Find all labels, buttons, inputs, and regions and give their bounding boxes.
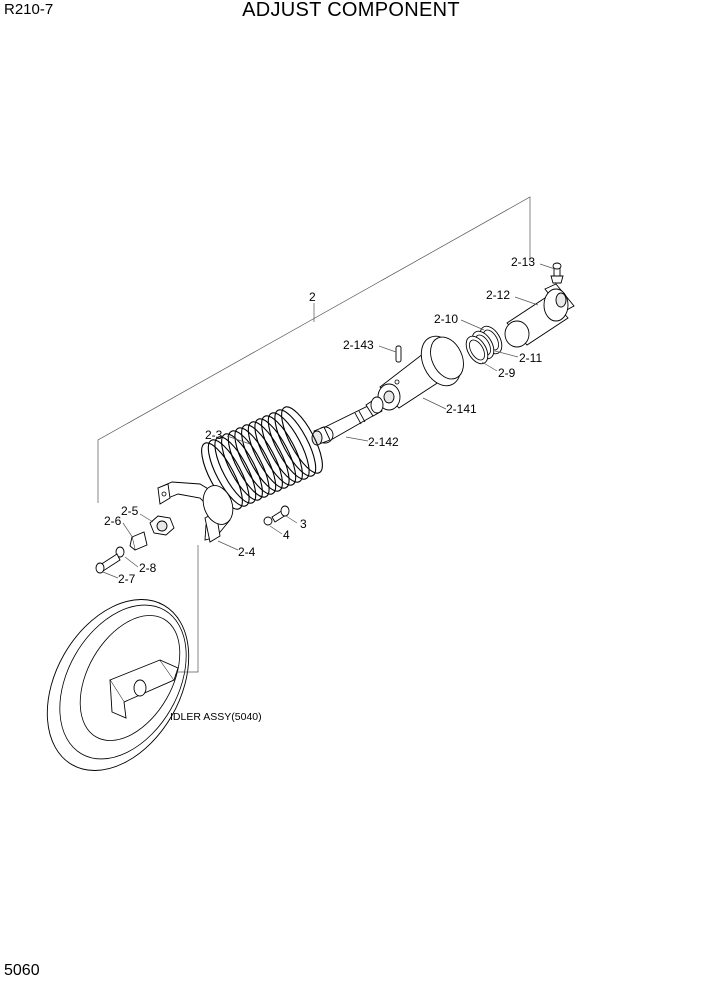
callout-2-7: 2-7 bbox=[118, 572, 136, 586]
bolt-3-washer-4-part bbox=[263, 505, 290, 526]
nut-part bbox=[149, 515, 175, 536]
idler-leader-line bbox=[176, 545, 199, 673]
grease-nipple-part bbox=[550, 262, 564, 284]
spring-coil bbox=[261, 415, 303, 483]
spring-part bbox=[201, 406, 323, 510]
piston-part bbox=[377, 335, 464, 411]
spring-coil bbox=[281, 406, 323, 474]
callout-2-143: 2-143 bbox=[343, 338, 374, 352]
callout-2-8: 2-8 bbox=[139, 561, 157, 575]
callout-4: 4 bbox=[283, 528, 290, 542]
bolt-washer-part bbox=[95, 546, 125, 574]
yoke-part bbox=[157, 481, 234, 543]
callout-3: 3 bbox=[300, 517, 307, 531]
callout-2-10: 2-10 bbox=[434, 312, 458, 326]
spring-coil bbox=[207, 439, 250, 507]
spring-coil bbox=[274, 409, 317, 477]
spring-coil bbox=[254, 418, 297, 486]
cylinder-part bbox=[504, 283, 575, 348]
spring-coil bbox=[267, 412, 310, 480]
pin-part bbox=[395, 345, 402, 363]
model-code: R210-7 bbox=[4, 1, 54, 18]
spring-coil bbox=[241, 424, 283, 492]
callout-2-4: 2-4 bbox=[238, 545, 256, 559]
spring-coil bbox=[247, 421, 290, 489]
callout-idler-assy: IDLER ASSY(5040) bbox=[170, 711, 262, 723]
callout-2-3: 2-3 bbox=[205, 428, 223, 442]
callout-2-5: 2-5 bbox=[121, 504, 139, 518]
callout-2-11: 2-11 bbox=[519, 351, 542, 365]
callout-2-141: 2-141 bbox=[446, 402, 477, 416]
spring-coil bbox=[214, 436, 257, 504]
spring-coil bbox=[227, 430, 270, 498]
page-title: ADJUST COMPONENT bbox=[242, 0, 460, 21]
callout-2-6: 2-6 bbox=[104, 514, 122, 528]
assembly-bracket-2 bbox=[97, 196, 531, 503]
page-number: 5060 bbox=[4, 962, 40, 979]
idler-wheel bbox=[46, 599, 190, 771]
callout-2-12: 2-12 bbox=[486, 288, 510, 302]
seal-rings-part bbox=[465, 325, 503, 365]
spring-coil bbox=[201, 442, 243, 510]
leader-lines bbox=[102, 263, 556, 579]
spring-coil bbox=[221, 433, 263, 501]
callout-2-13: 2-13 bbox=[511, 255, 535, 269]
callout-2-142: 2-142 bbox=[368, 435, 399, 449]
lock-plate-part bbox=[129, 531, 148, 551]
rod-part bbox=[311, 396, 384, 446]
callout-2: 2 bbox=[309, 290, 316, 304]
spring-coil bbox=[234, 427, 277, 495]
callout-2-9: 2-9 bbox=[498, 366, 516, 380]
